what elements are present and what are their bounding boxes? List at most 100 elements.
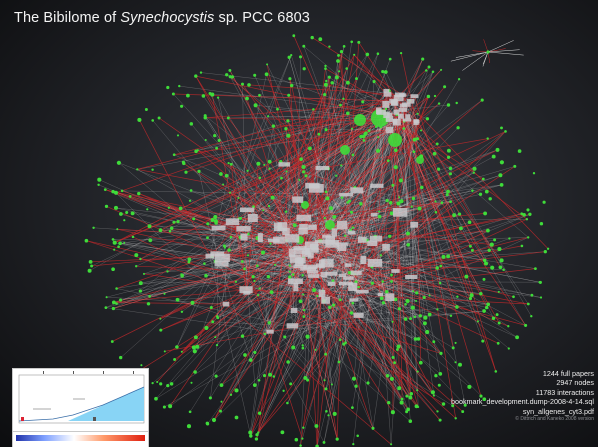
interaction-edge (217, 253, 251, 361)
gene-node (397, 307, 402, 311)
gene-node (252, 205, 256, 209)
gene-node (481, 339, 485, 343)
interaction-edge (327, 262, 421, 316)
gene-node (254, 437, 259, 441)
gene-node (187, 260, 191, 264)
gene-node (203, 116, 208, 120)
citation-edge (132, 236, 295, 311)
gene-node (387, 234, 392, 239)
interaction-edge (345, 194, 347, 343)
gene-node (222, 244, 226, 248)
gene-node (111, 189, 115, 194)
citation-edge (86, 240, 247, 294)
gene-node (324, 190, 328, 194)
paper-node (367, 240, 378, 246)
gene-node (105, 296, 108, 299)
gene-node (146, 302, 151, 306)
paper-node (391, 269, 400, 273)
interaction-edge (282, 226, 441, 421)
gene-node (381, 280, 385, 283)
gene-node (217, 138, 221, 142)
paper-node (392, 118, 397, 125)
gene-node (173, 358, 177, 361)
citation-edge (414, 96, 497, 372)
gene-node (449, 200, 452, 204)
gene-node (448, 172, 453, 176)
interaction-edge (222, 257, 352, 274)
interaction-edge (143, 226, 278, 275)
interaction-edge (313, 233, 409, 277)
gene-node (398, 196, 401, 199)
gene-node (415, 299, 418, 303)
gene-node (342, 45, 346, 48)
genome-inset-plot (12, 368, 149, 432)
interaction-edge (212, 321, 293, 326)
gene-node (470, 248, 474, 252)
gene-node (243, 353, 247, 357)
interaction-edge (362, 239, 428, 333)
gene-node (497, 290, 500, 293)
gene-node (87, 268, 92, 273)
satellite-edge (455, 51, 489, 58)
interaction-edge (120, 118, 390, 358)
paper-node (383, 88, 390, 93)
interaction-edge (414, 224, 471, 299)
citation-edge (113, 250, 302, 309)
interaction-edge (217, 253, 323, 291)
gene-node (216, 96, 220, 99)
gene-hub-node (301, 201, 309, 209)
gene-node (234, 388, 239, 393)
gene-node (318, 37, 323, 42)
interaction-edge (105, 307, 271, 332)
gene-node (331, 279, 335, 283)
paper-node (268, 238, 280, 243)
gene-node (169, 382, 174, 386)
gene-node (359, 134, 363, 139)
interaction-edge (293, 129, 390, 348)
interaction-edge (250, 286, 296, 433)
gene-hub-node (416, 156, 424, 164)
interaction-edge (284, 315, 359, 338)
paper-node (348, 282, 358, 292)
interaction-edge (376, 104, 449, 186)
gene-node (214, 221, 218, 225)
gene-node (463, 403, 467, 407)
gene-node (440, 201, 444, 205)
interaction-edge (330, 240, 418, 372)
gene-node (120, 189, 124, 193)
gene-node (298, 55, 303, 59)
gene-node (412, 137, 417, 142)
gene-node (193, 370, 197, 374)
gene-node (388, 57, 392, 61)
interaction-edge (402, 94, 466, 406)
gene-node (436, 410, 439, 413)
gene-node (457, 212, 462, 216)
gene-node (409, 317, 412, 321)
gene-node (267, 115, 270, 118)
interaction-edge (224, 109, 404, 248)
interaction-edge (303, 214, 375, 317)
citation-edge (140, 109, 404, 260)
citation-edge (352, 259, 485, 288)
paper-node (385, 126, 394, 134)
paper-node (385, 293, 395, 302)
interaction-edge (383, 224, 415, 303)
paper-node (410, 221, 419, 228)
gene-node (542, 200, 546, 204)
gene-node (230, 75, 235, 79)
paper-node (353, 312, 364, 318)
gene-node (365, 52, 370, 57)
gene-hub-node (354, 114, 366, 126)
gene-node (469, 293, 474, 298)
gene-node (249, 434, 253, 438)
gene-node (219, 172, 223, 176)
gene-node (351, 153, 355, 157)
paper-node (243, 291, 251, 295)
gene-node (525, 218, 529, 221)
gene-node (416, 337, 421, 341)
gene-node (154, 396, 158, 401)
gene-node (339, 103, 342, 107)
gene-node (286, 360, 290, 364)
gene-node (504, 130, 507, 133)
paper-node (305, 247, 311, 255)
